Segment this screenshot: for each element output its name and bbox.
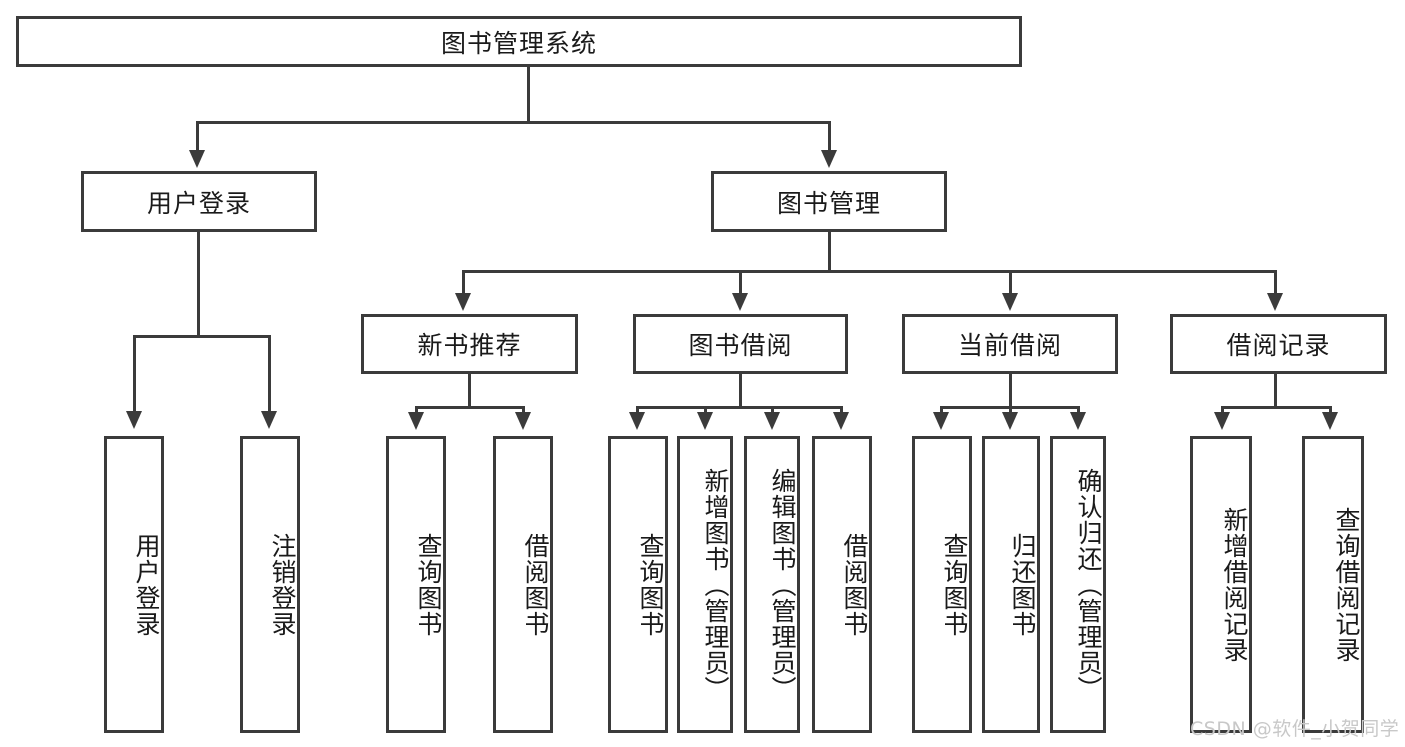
node-label: 新增借阅记录 — [1220, 506, 1249, 663]
connector-new-book-recommend-stem — [468, 374, 471, 409]
leaf-book-borrow-query-book[interactable]: 查询图书 — [608, 436, 668, 733]
leaf-current-borrow-query-book[interactable]: 查询图书 — [912, 436, 972, 733]
connector-bb-drop-4 — [840, 406, 843, 415]
arrowhead-root-to-book-management — [821, 150, 837, 168]
connector-cb-drop-1 — [940, 406, 943, 415]
node-label: 借阅图书 — [521, 532, 550, 637]
arrowhead-nbr-leaf-2 — [515, 412, 531, 430]
connector-user-login-bus — [133, 335, 271, 338]
connector-to-current-borrow — [1009, 270, 1012, 296]
connector-nbr-drop-1 — [415, 406, 418, 415]
connector-br-drop-1 — [1221, 406, 1224, 415]
arrowhead-to-borrow-record — [1267, 293, 1283, 311]
connector-root-to-book-management — [828, 121, 831, 153]
connector-to-borrow-record — [1274, 270, 1277, 296]
leaf-borrow-record-query-record[interactable]: 查询借阅记录 — [1302, 436, 1364, 733]
connector-root-bus — [196, 121, 831, 124]
connector-book-borrow-bus — [636, 406, 843, 409]
arrowhead-user-login-leaf-1 — [126, 411, 142, 429]
node-new-book-recommend[interactable]: 新书推荐 — [361, 314, 578, 374]
leaf-user-login-login[interactable]: 用户登录 — [104, 436, 164, 733]
arrowhead-user-login-leaf-2 — [261, 411, 277, 429]
connector-new-book-recommend-bus — [415, 406, 525, 409]
connector-to-book-borrow — [739, 270, 742, 296]
node-label: 新增图书（管理员） — [701, 467, 730, 702]
connector-nbr-drop-2 — [522, 406, 525, 415]
arrowhead-root-to-user-login — [189, 150, 205, 168]
node-label: 图书管理 — [776, 188, 881, 218]
connector-borrow-record-bus — [1221, 406, 1332, 409]
arrowhead-cb-leaf-2 — [1002, 412, 1018, 430]
node-label: 图书管理系统 — [440, 28, 597, 58]
connector-to-new-book-recommend — [462, 270, 465, 296]
node-label: 图书借阅 — [688, 331, 793, 360]
leaf-current-borrow-confirm-return-admin[interactable]: 确认归还（管理员） — [1050, 436, 1106, 733]
arrowhead-cb-leaf-1 — [933, 412, 949, 430]
arrowhead-br-leaf-2 — [1322, 412, 1338, 430]
connector-cb-drop-3 — [1077, 406, 1080, 415]
arrowhead-to-new-book-recommend — [455, 293, 471, 311]
node-label: 查询图书 — [414, 532, 443, 637]
arrowhead-to-current-borrow — [1002, 293, 1018, 311]
leaf-borrow-record-add-record[interactable]: 新增借阅记录 — [1190, 436, 1252, 733]
leaf-user-login-logout[interactable]: 注销登录 — [240, 436, 300, 733]
node-label: 用户登录 — [132, 532, 161, 637]
connector-level3-bus — [462, 270, 1277, 273]
node-label: 编辑图书（管理员） — [768, 467, 797, 702]
connector-root-to-user-login — [196, 121, 199, 153]
node-label: 注销登录 — [268, 532, 297, 637]
connector-borrow-record-stem — [1274, 374, 1277, 409]
arrowhead-br-leaf-1 — [1214, 412, 1230, 430]
connector-br-drop-2 — [1329, 406, 1332, 415]
node-label: 确认归还（管理员） — [1074, 467, 1103, 702]
arrowhead-bb-leaf-1 — [629, 412, 645, 430]
connector-current-borrow-stem — [1009, 374, 1012, 409]
connector-bb-drop-2 — [704, 406, 707, 415]
node-current-borrow[interactable]: 当前借阅 — [902, 314, 1118, 374]
node-label: 查询图书 — [940, 532, 969, 637]
node-user-login[interactable]: 用户登录 — [81, 171, 317, 232]
leaf-book-borrow-add-book-admin[interactable]: 新增图书（管理员） — [677, 436, 733, 733]
leaf-book-borrow-edit-book-admin[interactable]: 编辑图书（管理员） — [744, 436, 800, 733]
node-book-management[interactable]: 图书管理 — [711, 171, 947, 232]
leaf-new-book-recommend-query-book[interactable]: 查询图书 — [386, 436, 446, 733]
connector-cb-drop-2 — [1009, 406, 1012, 415]
leaf-new-book-recommend-borrow-book[interactable]: 借阅图书 — [493, 436, 553, 733]
node-label: 借阅记录 — [1226, 331, 1331, 360]
connector-root-stem — [527, 67, 530, 121]
node-borrow-record[interactable]: 借阅记录 — [1170, 314, 1387, 374]
connector-book-borrow-stem — [739, 374, 742, 409]
node-book-borrow[interactable]: 图书借阅 — [633, 314, 848, 374]
connector-bb-drop-3 — [771, 406, 774, 415]
arrowhead-bb-leaf-2 — [697, 412, 713, 430]
arrowhead-to-book-borrow — [732, 293, 748, 311]
connector-user-login-drop-1 — [133, 335, 136, 414]
node-label: 查询借阅记录 — [1332, 506, 1361, 663]
node-label: 用户登录 — [146, 188, 251, 218]
arrowhead-bb-leaf-4 — [833, 412, 849, 430]
node-label: 查询图书 — [636, 532, 665, 637]
connector-user-login-stem — [197, 232, 200, 338]
leaf-book-borrow-borrow-book[interactable]: 借阅图书 — [812, 436, 872, 733]
connector-user-login-drop-2 — [268, 335, 271, 414]
node-root-book-management-system[interactable]: 图书管理系统 — [16, 16, 1022, 67]
arrowhead-nbr-leaf-1 — [408, 412, 424, 430]
arrowhead-bb-leaf-3 — [764, 412, 780, 430]
connector-bb-drop-1 — [636, 406, 639, 415]
node-label: 当前借阅 — [957, 331, 1062, 360]
connector-book-management-stem — [828, 232, 831, 273]
node-label: 归还图书 — [1008, 532, 1037, 637]
node-label: 借阅图书 — [840, 532, 869, 637]
node-label: 新书推荐 — [417, 331, 522, 360]
leaf-current-borrow-return-book[interactable]: 归还图书 — [982, 436, 1040, 733]
arrowhead-cb-leaf-3 — [1070, 412, 1086, 430]
